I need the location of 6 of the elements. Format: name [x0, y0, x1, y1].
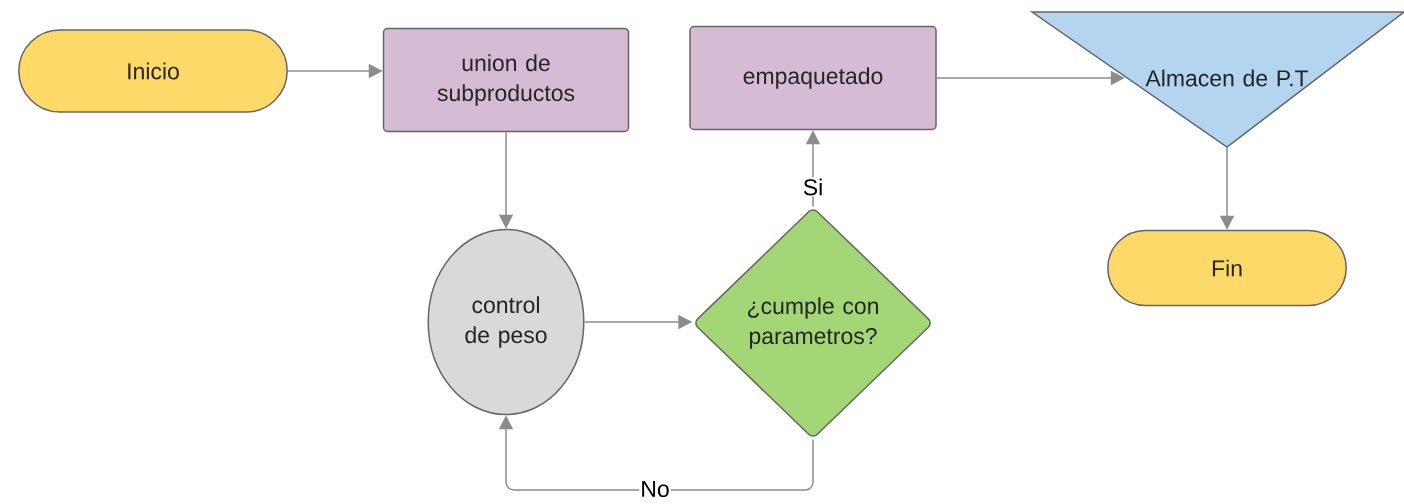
process-box: empaquetado — [689, 25, 937, 131]
process-box: union de subproductos — [382, 27, 630, 133]
start-terminal: Inicio — [18, 29, 288, 113]
edge-label: Si — [801, 177, 825, 197]
end-terminal: Fin — [1107, 229, 1347, 307]
edge-label: No — [639, 480, 671, 499]
